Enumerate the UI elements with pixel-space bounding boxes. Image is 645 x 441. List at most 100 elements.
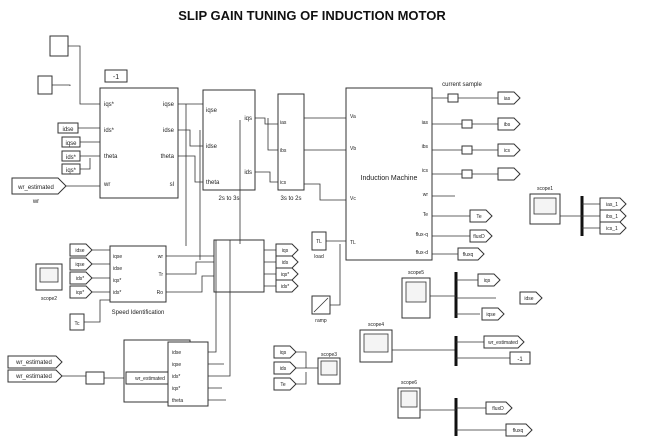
port-label: ibs xyxy=(280,148,287,154)
from-wr-estimated[interactable] xyxy=(7,355,63,369)
tag-label: wr_estimated xyxy=(135,376,165,382)
speed-identification-block[interactable] xyxy=(109,245,167,303)
from-iqse[interactable] xyxy=(481,307,505,321)
port-label: ids xyxy=(244,170,252,176)
port-label: iqse xyxy=(172,362,181,368)
port-label: iqs* xyxy=(104,102,115,108)
goto-wr[interactable] xyxy=(497,167,521,181)
from-wr-estimated-2[interactable] xyxy=(7,369,63,383)
mux-block[interactable] xyxy=(213,239,265,293)
tag-label: ics_1 xyxy=(606,226,618,232)
from-ids[interactable] xyxy=(273,361,297,375)
induction-machine-block[interactable] xyxy=(345,87,433,261)
block-label: Speed Identification xyxy=(112,310,165,316)
port-label: ibs xyxy=(422,144,429,150)
estimator-input-stack[interactable] xyxy=(167,341,209,407)
wire xyxy=(304,117,346,201)
current-sample-label: current sample xyxy=(442,82,482,88)
from-tag[interactable] xyxy=(69,285,93,299)
from-tag[interactable] xyxy=(69,257,93,271)
tag-label: iqs* xyxy=(76,290,84,296)
from-fluxd[interactable] xyxy=(485,401,513,415)
port-label: ias xyxy=(280,120,287,126)
port-label: theta xyxy=(172,398,183,404)
goto-fluxd[interactable] xyxy=(469,229,493,243)
from-wr-estimated-scope[interactable] xyxy=(483,335,525,349)
wr-estimated-tag[interactable] xyxy=(11,177,67,195)
port-label: iqse xyxy=(163,102,175,108)
tag-label: iqse xyxy=(486,312,495,318)
port-label: ids* xyxy=(104,128,115,134)
tr-block[interactable] xyxy=(85,371,105,385)
port-label: wr xyxy=(423,192,429,198)
from-iqs2[interactable] xyxy=(477,273,501,287)
port-label: iqse xyxy=(113,254,122,260)
from-fluxq[interactable] xyxy=(505,423,533,437)
three-to-two-block[interactable] xyxy=(277,93,305,191)
tag-label: Te xyxy=(280,382,286,388)
port-label: flux-q xyxy=(416,232,428,238)
goto-te[interactable] xyxy=(469,209,493,223)
port-label: sl xyxy=(170,182,174,188)
goto-ids-star[interactable] xyxy=(275,279,299,293)
from-iqs[interactable] xyxy=(273,345,297,359)
sample-block[interactable] xyxy=(461,119,473,129)
goto-iqs-star[interactable] xyxy=(275,267,299,281)
scope-screen xyxy=(400,390,418,408)
tag-label: fluxq xyxy=(513,428,524,434)
from-idse[interactable] xyxy=(519,291,543,305)
tag-label: ids* xyxy=(281,284,289,290)
wire xyxy=(432,97,470,255)
from-ics1[interactable] xyxy=(599,221,627,235)
sample-blocks xyxy=(447,93,473,179)
tag-label: ias_1 xyxy=(606,202,618,208)
port-label: iqs* xyxy=(172,386,180,392)
tag-label: ics xyxy=(504,148,511,154)
scope-screen xyxy=(39,267,59,283)
port-label: ias xyxy=(422,120,429,126)
goto-ics[interactable] xyxy=(497,143,521,157)
wire xyxy=(52,84,71,86)
load-label: load xyxy=(314,254,324,260)
sample-block[interactable] xyxy=(447,93,459,103)
from-te[interactable] xyxy=(273,377,297,391)
scope-screen xyxy=(320,360,338,376)
scope-screen xyxy=(533,197,557,215)
from-tag[interactable] xyxy=(69,271,93,285)
port-label: ids* xyxy=(172,374,180,380)
tag-label: fluxD xyxy=(492,406,504,412)
goto-ias[interactable] xyxy=(497,91,521,105)
tag-label: wr_estimated xyxy=(15,360,52,366)
goto-ibs[interactable] xyxy=(497,117,521,131)
tc-label: Tc xyxy=(75,321,81,327)
scope-label: scope4 xyxy=(368,322,384,328)
speed-id-inputs: idse iqse ids* iqs* xyxy=(69,243,93,299)
sample-block[interactable] xyxy=(461,169,473,179)
from-ibs1[interactable] xyxy=(599,209,627,223)
port-label: wr xyxy=(103,182,110,188)
gain-block[interactable] xyxy=(509,351,531,365)
constant-label: -1 xyxy=(113,74,119,81)
goto-ids[interactable] xyxy=(275,255,299,269)
from-ias1[interactable] xyxy=(599,197,627,211)
port-label: TL xyxy=(350,240,356,246)
port-label: Ro xyxy=(157,290,164,296)
from-tag[interactable] xyxy=(69,243,93,257)
clock-block[interactable] xyxy=(37,75,53,95)
diagram-title: SLIP GAIN TUNING OF INDUCTION MOTOR xyxy=(178,8,446,23)
step-source-block[interactable] xyxy=(49,35,69,57)
inverse-park-block[interactable] xyxy=(99,87,179,199)
tag-label: iqs* xyxy=(66,168,77,174)
two-to-three-block[interactable] xyxy=(202,89,256,191)
wire xyxy=(78,127,100,170)
port-label: Vb xyxy=(350,146,356,152)
tag-label: Te xyxy=(476,214,482,220)
tag-label: iqs xyxy=(280,350,287,356)
goto-fluxq[interactable] xyxy=(457,247,485,261)
tag-label: ids* xyxy=(76,276,84,282)
constant-block[interactable] xyxy=(104,69,128,83)
port-label: wr xyxy=(158,254,164,260)
sample-block[interactable] xyxy=(461,145,473,155)
goto-iqs[interactable] xyxy=(275,243,299,257)
